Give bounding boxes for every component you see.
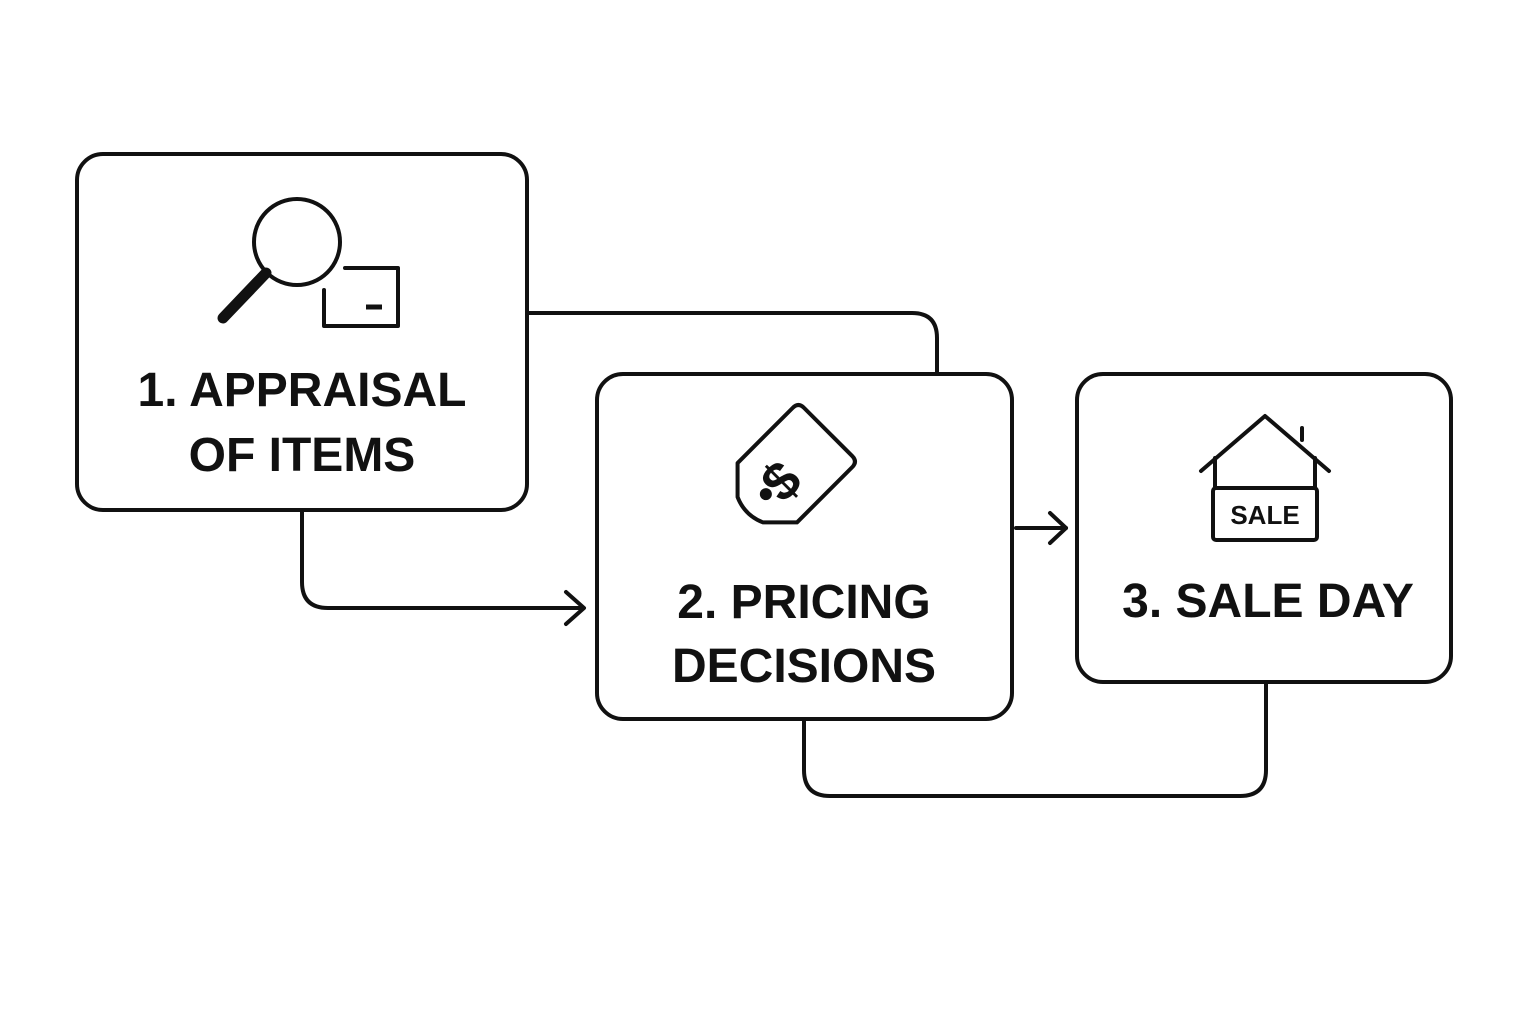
box-icon	[322, 266, 400, 328]
step-3-box: SALE 3. SALE DAY	[1075, 372, 1453, 684]
step-1-box: 1. APPRAISAL OF ITEMS	[75, 152, 529, 512]
magnifier-box-icon	[217, 197, 400, 328]
step-2-box: $ 2. PRICING DECISIONS	[595, 372, 1014, 721]
magnifier-lens-icon	[252, 197, 342, 287]
connector-step1-to-step2-arrow	[300, 510, 584, 610]
step-1-title-line1: 1. APPRAISAL	[138, 364, 467, 417]
connector-step1-to-step2-top	[526, 311, 939, 374]
house-sale-sign-icon: SALE	[1199, 414, 1331, 542]
arrowhead-step3-icon	[1048, 511, 1068, 545]
magnifier-handle-icon	[217, 267, 272, 324]
connectors	[300, 311, 1268, 798]
step-2-title-line2: DECISIONS	[672, 640, 936, 693]
sale-sign-text: SALE	[1230, 500, 1299, 530]
step-2-title-line1: 2. PRICING	[677, 576, 930, 629]
sale-sign-board-icon	[1211, 486, 1319, 542]
connector-step2-to-step3-bottom	[802, 682, 1268, 798]
step-3-title: 3. SALE DAY	[1122, 575, 1414, 628]
house-wall-icon	[1213, 456, 1317, 490]
arrowhead-step2-icon	[564, 590, 586, 626]
house-roof-icon	[1199, 414, 1331, 473]
price-tag-icon	[735, 403, 857, 525]
price-tag-outline-icon	[735, 403, 857, 525]
price-tag-hole-icon	[759, 488, 772, 501]
step-1-title-line2: OF ITEMS	[189, 429, 416, 482]
